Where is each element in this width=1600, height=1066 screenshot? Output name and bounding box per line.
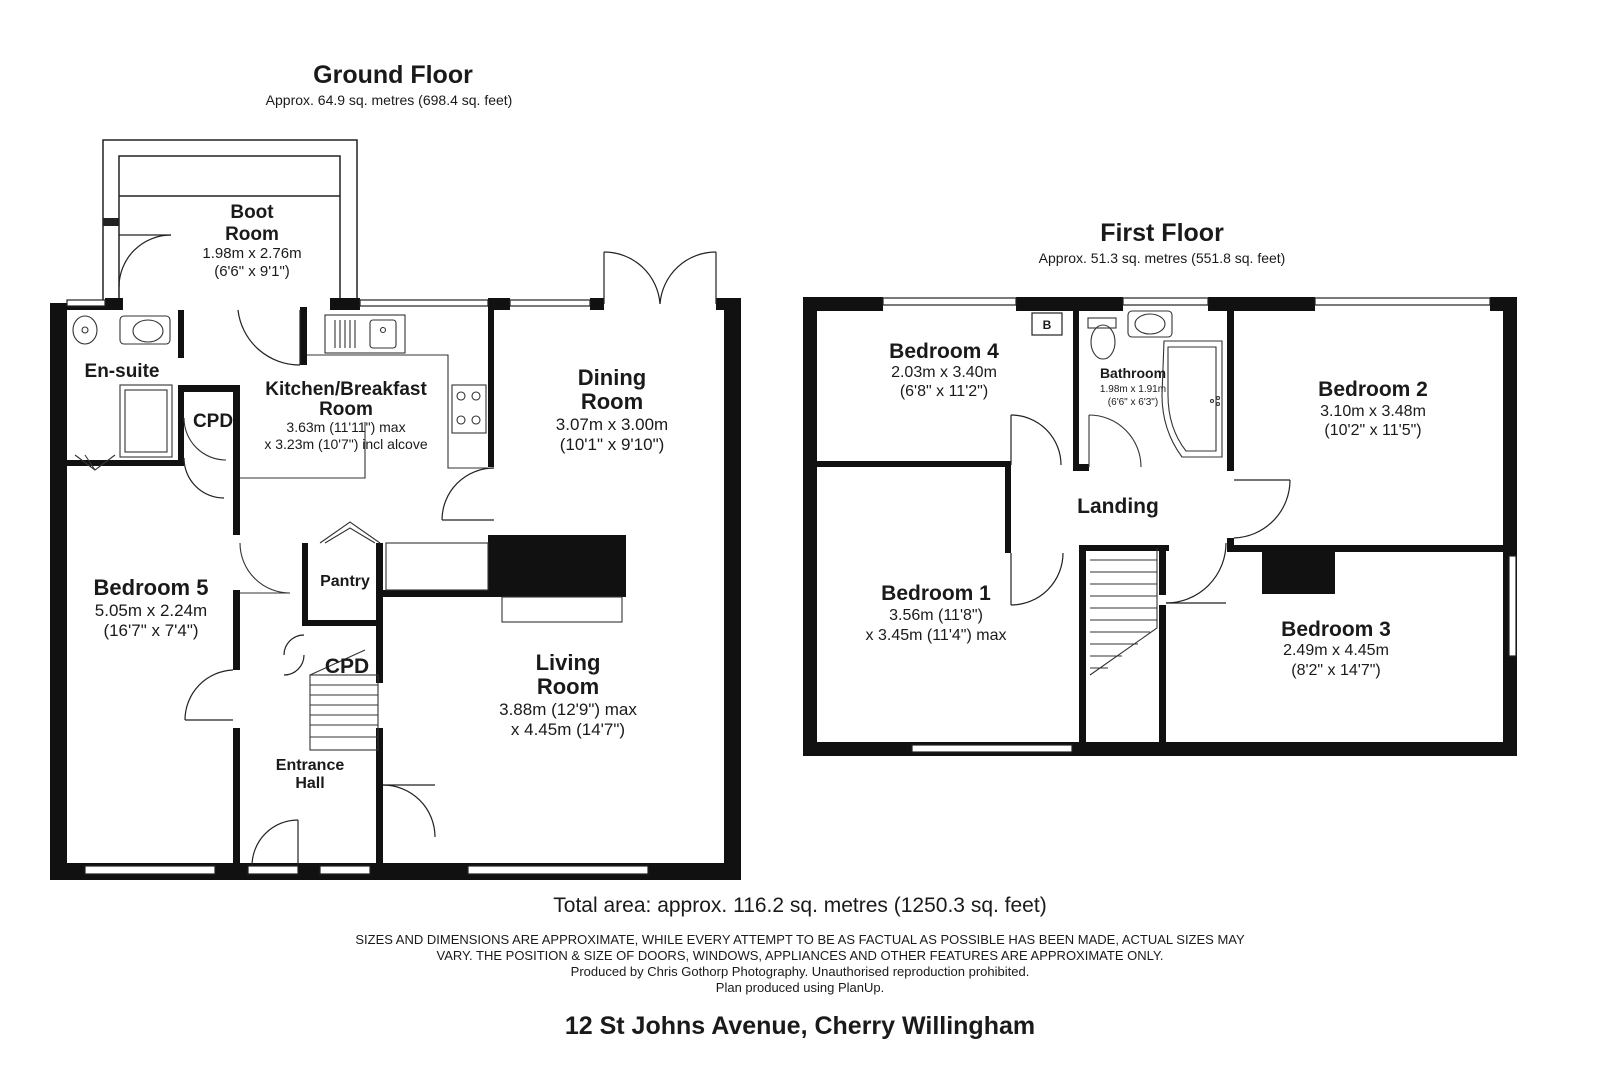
boiler-box xyxy=(1031,312,1063,336)
bedroom5-name: Bedroom 5 xyxy=(94,575,209,600)
kitchen-name-2: Room xyxy=(319,399,373,420)
bedroom3-dim-metric: 2.49m x 4.45m xyxy=(1283,642,1389,659)
bedroom1-dim-2: x 3.45m (11'4") max xyxy=(866,627,1007,644)
ground-floor-labels: Ground Floor Approx. 64.9 sq. metres (69… xyxy=(85,61,669,792)
ground-floor-plan xyxy=(50,139,741,880)
landing-name: Landing xyxy=(1077,495,1159,518)
bedroom1-name: Bedroom 1 xyxy=(881,582,991,605)
bedroom2-name: Bedroom 2 xyxy=(1318,378,1428,401)
first-floor-doors xyxy=(1010,414,1291,606)
first-floor-stairs xyxy=(1089,548,1158,676)
bedroom4-dim-metric: 2.03m x 3.40m xyxy=(891,364,997,381)
first-floor-area: Approx. 51.3 sq. metres (551.8 sq. feet) xyxy=(1039,250,1286,266)
boot-room-door xyxy=(118,234,172,288)
first-floor-labels: First Floor Approx. 51.3 sq. metres (551… xyxy=(866,219,1428,679)
kitchen-fittings xyxy=(240,314,623,623)
bedroom2-dim-imperial: (10'2" x 11'5") xyxy=(1324,422,1421,439)
ground-floor-stairs xyxy=(309,649,379,751)
kitchen-name: Kitchen/Breakfast xyxy=(265,379,427,400)
bedroom4-dim-imperial: (6'8" x 11'2") xyxy=(900,383,988,400)
bathroom-dim-imperial: (6'6" x 6'3") xyxy=(1108,397,1158,408)
dining-name: Dining xyxy=(578,365,646,390)
bathroom-name: Bathroom xyxy=(1100,365,1166,381)
kitchen-dim-2: x 3.23m (10'7") incl alcove xyxy=(264,436,427,452)
kitchen-dim-1: 3.63m (11'11") max xyxy=(286,419,405,435)
living-name-2: Room xyxy=(537,674,599,699)
boot-room-dim-metric: 1.98m x 2.76m xyxy=(202,245,301,262)
ensuite-fittings xyxy=(72,315,227,471)
ensuite-name: En-suite xyxy=(85,361,160,382)
first-floor-windows xyxy=(882,297,1517,753)
bedroom4-name: Bedroom 4 xyxy=(889,340,999,363)
boot-room-name-2: Room xyxy=(225,224,279,245)
disclaimer-line-1: SIZES AND DIMENSIONS ARE APPROXIMATE, WH… xyxy=(355,932,1245,947)
bedroom3-name: Bedroom 3 xyxy=(1281,618,1391,641)
disclaimer-line-2: VARY. THE POSITION & SIZE OF DOORS, WIND… xyxy=(436,948,1164,963)
first-floor-internal-walls xyxy=(817,311,1503,742)
disclaimer: SIZES AND DIMENSIONS ARE APPROXIMATE, WH… xyxy=(200,932,1400,996)
dining-french-doors xyxy=(603,251,717,305)
ground-floor-area: Approx. 64.9 sq. metres (698.4 sq. feet) xyxy=(266,92,513,108)
living-name: Living xyxy=(536,650,601,675)
bedroom3-dim-imperial: (8'2" x 14'7") xyxy=(1291,662,1381,679)
bathroom-dim-metric: 1.98m x 1.91m xyxy=(1100,384,1166,395)
ground-floor-windows xyxy=(66,299,649,875)
boiler-label: B xyxy=(1043,318,1052,332)
pantry-name: Pantry xyxy=(320,573,370,590)
bedroom1-dim-1: 3.56m (11'8") xyxy=(889,607,983,624)
bedroom5-dim-metric: 5.05m x 2.24m xyxy=(95,601,207,620)
dining-dim-metric: 3.07m x 3.00m xyxy=(556,415,668,434)
pantry-fittings xyxy=(239,521,381,594)
bedroom5-dim-imperial: (16'7" x 7'4") xyxy=(103,621,198,640)
entrance-name-2: Hall xyxy=(295,775,324,792)
ground-floor-doors xyxy=(183,309,495,867)
boot-room-dim-imperial: (6'6" x 9'1") xyxy=(214,263,290,280)
bathroom-fittings xyxy=(1087,310,1223,468)
disclaimer-line-3: Produced by Chris Gothorp Photography. U… xyxy=(570,964,1030,979)
cpd-upper-name: CPD xyxy=(193,411,233,432)
dining-name-2: Room xyxy=(581,389,643,414)
bedroom2-dim-metric: 3.10m x 3.48m xyxy=(1320,403,1426,420)
living-dim-2: x 4.45m (14'7") xyxy=(511,720,625,739)
cpd-lower-name: CPD xyxy=(325,655,369,678)
first-floor-plan xyxy=(803,297,1517,756)
total-area: Total area: approx. 116.2 sq. metres (12… xyxy=(553,894,1047,917)
dining-dim-imperial: (10'1" x 9'10") xyxy=(560,435,665,454)
entrance-name: Entrance xyxy=(276,757,345,774)
disclaimer-line-4: Plan produced using PlanUp. xyxy=(715,980,885,995)
boot-room-name: Boot xyxy=(230,202,274,223)
ground-floor-internal-walls xyxy=(67,307,626,863)
first-floor-title: First Floor xyxy=(1100,219,1224,247)
living-dim-1: 3.88m (12'9") max xyxy=(499,700,637,719)
ground-floor-outer-walls xyxy=(50,298,741,880)
ground-floor-title: Ground Floor xyxy=(313,61,473,89)
property-address: 12 St Johns Avenue, Cherry Willingham xyxy=(564,1012,1036,1040)
